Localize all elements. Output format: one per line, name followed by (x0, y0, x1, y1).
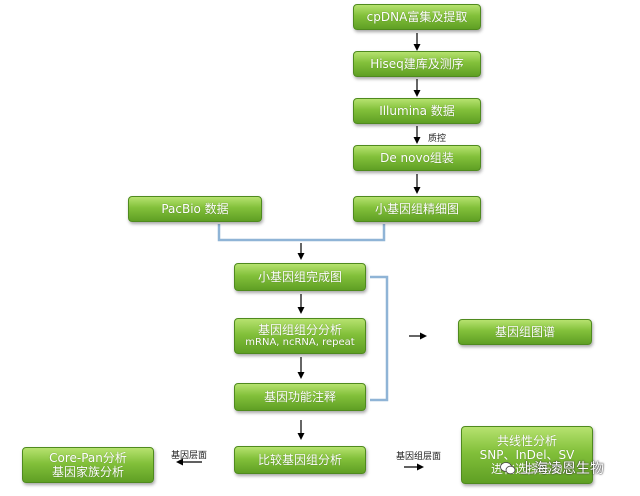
comparative-genomics-box: 比较基因组分析 (234, 446, 366, 474)
core-pan-line1: Core-Pan分析 (49, 451, 127, 465)
genome-level-label: 基因组层面 (396, 452, 442, 462)
genome-map-label: 基因组图谱 (494, 325, 555, 339)
collinearity-line2: SNP、InDel、SV (479, 448, 575, 462)
illumina-data-box: Illumina 数据 (353, 98, 481, 124)
complete-map-label: 小基因组完成图 (257, 270, 342, 284)
watermark-text: 上海凌恩生物 (520, 461, 604, 477)
genome-map-box: 基因组图谱 (458, 319, 592, 345)
function-annotation-label: 基因功能注释 (263, 390, 336, 404)
collinearity-box: 共线性分析 SNP、InDel、SV 进化选择压力 (461, 426, 593, 484)
core-pan-box: Core-Pan分析 基因家族分析 (22, 447, 154, 483)
component-analysis-box: 基因组组分分析 mRNA, ncRNA, repeat (234, 318, 366, 354)
de-novo-assembly-label: De novo组装 (380, 151, 454, 165)
hiseq-sequencing-label: Hiseq建库及测序 (370, 57, 464, 71)
watermark: 上海凌恩生物 (500, 458, 604, 478)
cpdna-extraction-box: cpDNA富集及提取 (353, 4, 481, 30)
collinearity-line1: 共线性分析 (496, 434, 557, 448)
pacbio-data-box: PacBio 数据 (128, 196, 262, 222)
de-novo-assembly-box: De novo组装 (353, 145, 481, 171)
cpdna-extraction-label: cpDNA富集及提取 (366, 10, 468, 24)
merge-connector (217, 224, 386, 242)
gene-level-label: 基因层面 (171, 451, 208, 461)
core-pan-line2: 基因家族分析 (51, 465, 124, 479)
complete-map-box: 小基因组完成图 (234, 263, 366, 291)
wechat-icon (500, 462, 516, 475)
function-annotation-box: 基因功能注释 (234, 383, 366, 411)
bracket-connector (370, 275, 389, 402)
hiseq-sequencing-box: Hiseq建库及测序 (353, 51, 481, 77)
component-analysis-sub: mRNA, ncRNA, repeat (245, 337, 355, 348)
pacbio-data-label: PacBio 数据 (161, 202, 229, 216)
comparative-genomics-label: 比较基因组分析 (257, 453, 342, 467)
fine-map-box: 小基因组精细图 (353, 196, 481, 222)
illumina-data-label: Illumina 数据 (379, 104, 455, 118)
fine-map-label: 小基因组精细图 (374, 202, 459, 216)
qc-label: 质控 (428, 134, 447, 144)
component-analysis-title: 基因组组分分析 (257, 323, 342, 337)
